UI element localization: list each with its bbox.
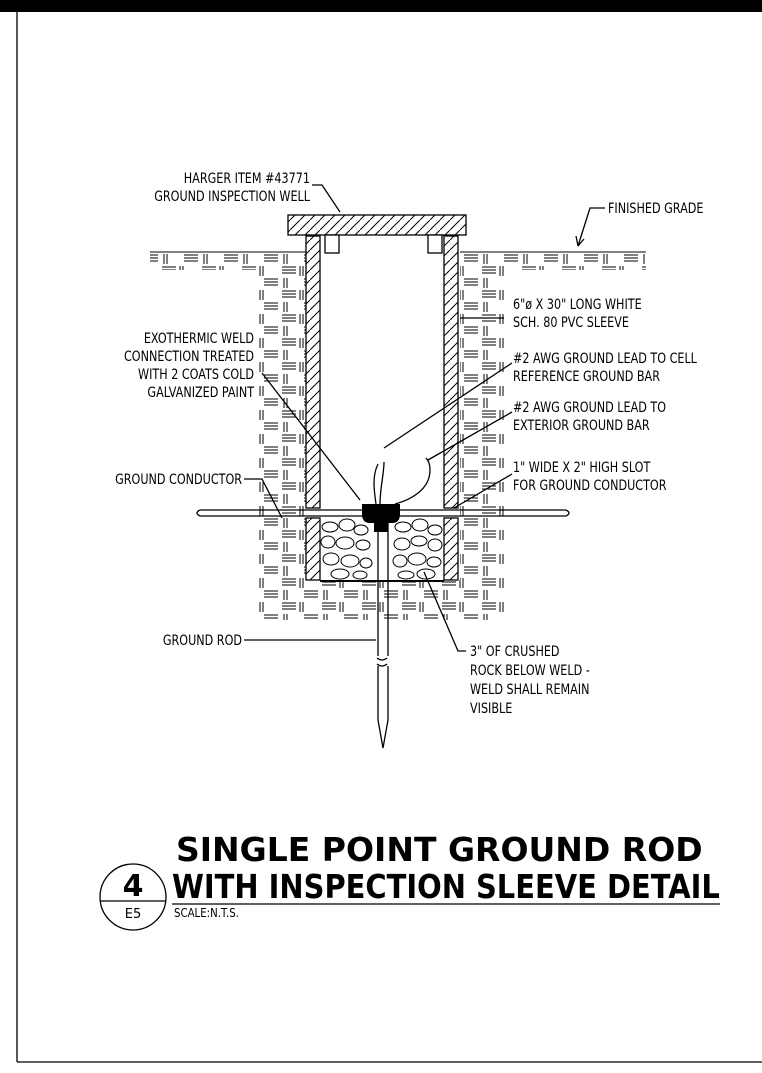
detail-bubble: 4 E5 xyxy=(99,863,167,931)
label-inspection-well-1: HARGER ITEM #43771 xyxy=(184,170,310,187)
label-rock-3: WELD SHALL REMAIN xyxy=(470,681,589,698)
label-rock-1: 3" OF CRUSHED xyxy=(470,643,560,660)
ground-leads xyxy=(373,457,431,505)
label-exothermic-1: EXOTHERMIC WELD xyxy=(144,330,254,347)
label-lead-cell-1: #2 AWG GROUND LEAD TO CELL xyxy=(513,350,697,367)
label-lead-cell-2: REFERENCE GROUND BAR xyxy=(513,368,660,385)
label-inspection-well-2: GROUND INSPECTION WELL xyxy=(154,188,310,205)
label-pvc-sleeve-1: 6"ø X 30" LONG WHITE xyxy=(513,296,642,313)
sheet-reference: E5 xyxy=(125,907,142,922)
ground-rod xyxy=(376,520,389,749)
callout-slot: 1" WIDE X 2" HIGH SLOT FOR GROUND CONDUC… xyxy=(513,459,667,494)
label-ground-rod: GROUND ROD xyxy=(163,632,242,649)
callout-exothermic-weld: EXOTHERMIC WELD CONNECTION TREATED WITH … xyxy=(124,330,254,401)
label-exothermic-4: GALVANIZED PAINT xyxy=(147,384,254,401)
detail-title-block: SINGLE POINT GROUND ROD WITH INSPECTION … xyxy=(172,830,720,920)
label-ground-conductor: GROUND CONDUCTOR xyxy=(115,471,242,488)
label-lead-ext-2: EXTERIOR GROUND BAR xyxy=(513,417,650,434)
inspection-well-lid xyxy=(287,214,467,254)
title-line-2: WITH INSPECTION SLEEVE DETAIL xyxy=(172,868,720,906)
title-line-1: SINGLE POINT GROUND ROD xyxy=(176,830,703,869)
callout-pvc-sleeve: 6"ø X 30" LONG WHITE SCH. 80 PVC SLEEVE xyxy=(513,296,642,331)
callout-crushed-rock: 3" OF CRUSHED ROCK BELOW WELD - WELD SHA… xyxy=(470,643,590,717)
label-pvc-sleeve-2: SCH. 80 PVC SLEEVE xyxy=(513,314,629,331)
label-rock-2: ROCK BELOW WELD - xyxy=(470,662,590,679)
detail-number: 4 xyxy=(123,869,144,904)
label-exothermic-3: WITH 2 COATS COLD xyxy=(138,366,254,383)
label-exothermic-2: CONNECTION TREATED xyxy=(124,348,254,365)
exothermic-weld xyxy=(362,504,400,532)
callout-lead-exterior: #2 AWG GROUND LEAD TO EXTERIOR GROUND BA… xyxy=(513,399,666,434)
label-slot-1: 1" WIDE X 2" HIGH SLOT xyxy=(513,459,651,476)
label-rock-4: VISIBLE xyxy=(470,700,512,717)
soil-hatching xyxy=(150,251,646,620)
label-lead-ext-1: #2 AWG GROUND LEAD TO xyxy=(513,399,666,416)
crushed-rock xyxy=(320,518,443,580)
callout-lead-cell: #2 AWG GROUND LEAD TO CELL REFERENCE GRO… xyxy=(513,350,697,385)
callout-inspection-well: HARGER ITEM #43771 GROUND INSPECTION WEL… xyxy=(154,170,310,205)
label-slot-2: FOR GROUND CONDUCTOR xyxy=(513,477,667,494)
pvc-sleeve xyxy=(305,235,459,582)
leader-lines xyxy=(244,184,605,652)
scale-label: SCALE:N.T.S. xyxy=(174,906,239,920)
label-finished-grade: FINISHED GRADE xyxy=(608,200,703,217)
